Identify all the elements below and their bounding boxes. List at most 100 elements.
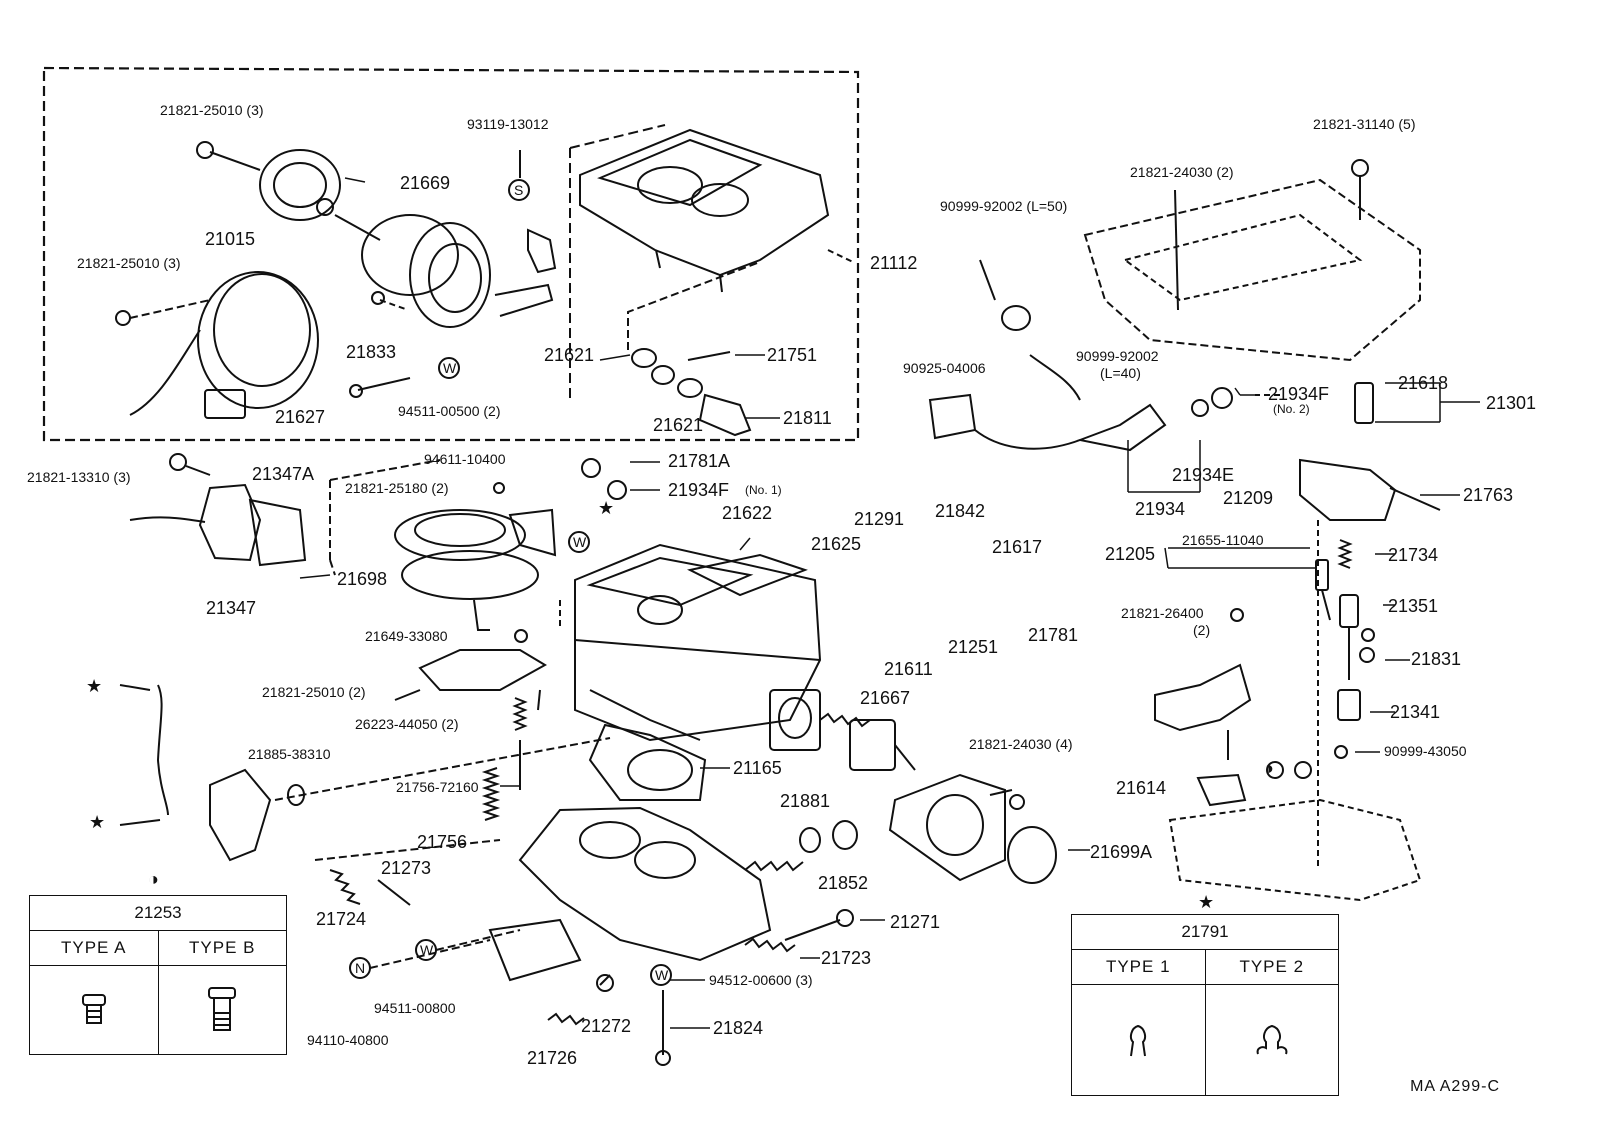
part-label: 21833 — [346, 342, 397, 362]
star-icon: ★ — [86, 676, 103, 696]
part-label: 94511-00500 (2) — [398, 403, 501, 419]
part-label: 21821-25010 (3) — [160, 102, 264, 118]
part-label: 21341 — [1390, 702, 1441, 722]
part-label: 21618 — [1398, 373, 1449, 393]
w-symbol: W — [420, 942, 434, 958]
part-label: (No. 2) — [1273, 402, 1310, 416]
part-label: 21347A — [252, 464, 315, 484]
w-symbol: W — [573, 534, 587, 550]
group-boundary — [42, 66, 860, 442]
part-label: 21821-25010 (3) — [77, 255, 181, 271]
part-label: 21617 — [992, 537, 1043, 557]
w-symbol: W — [655, 967, 669, 983]
part-label: 93119-13012 — [467, 116, 549, 132]
n-symbol: N — [355, 960, 366, 976]
part-label: 21756-72160 — [396, 779, 479, 795]
variant-table-21253: 21253 TYPE A TYPE B — [29, 895, 287, 1055]
screw-type-b-icon — [157, 966, 287, 1054]
part-label: 21852 — [818, 873, 869, 893]
clip-type-2-icon — [1204, 985, 1339, 1095]
part-label: 21824 — [713, 1018, 764, 1038]
throttle-body-icon — [488, 806, 772, 982]
part-label: 21667 — [860, 688, 911, 708]
part-label: (No. 1) — [745, 483, 782, 497]
table-column-b: TYPE B — [157, 931, 287, 965]
spring-icon — [512, 697, 528, 790]
part-label: 21205 — [1105, 544, 1156, 564]
part-label: 21273 — [381, 858, 432, 878]
air-horn-icon — [579, 128, 830, 293]
part-label: 21699A — [1090, 842, 1153, 862]
part-label: 21272 — [581, 1016, 632, 1036]
part-label: 21726 — [527, 1048, 578, 1068]
half-circle-icon: ◑ — [1263, 758, 1274, 778]
diaphragm-pump-icon — [196, 141, 554, 328]
part-label: 21165 — [733, 758, 782, 778]
screw-type-a-icon — [30, 966, 158, 1054]
part-label: 21821-31140 (5) — [1313, 116, 1416, 132]
diaphragm-cover-icon — [115, 271, 319, 419]
part-label: 21627 — [275, 407, 326, 427]
part-label: 21621 — [544, 345, 595, 365]
part-label: 21842 — [935, 501, 986, 521]
part-label: 21015 — [205, 229, 256, 249]
part-label: 90999-92002 (L=50) — [940, 198, 1068, 214]
part-label: 21112 — [870, 253, 918, 273]
part-label: 94611-10400 — [424, 451, 506, 467]
part-label: 90925-04006 — [903, 360, 986, 376]
part-label: 21301 — [1486, 393, 1537, 413]
part-label: 21611 — [884, 659, 933, 679]
star-icon: ★ — [1198, 892, 1215, 912]
part-label: 21655-11040 — [1182, 532, 1264, 548]
table-column-b: TYPE 2 — [1204, 950, 1339, 984]
part-label: 21821-25180 (2) — [345, 480, 449, 496]
part-label: 90999-43050 — [1384, 743, 1467, 759]
part-label: 21934 — [1135, 499, 1186, 519]
part-label: 21669 — [400, 173, 451, 193]
part-label: 21698 — [337, 569, 388, 589]
part-label: (2) — [1193, 622, 1211, 638]
part-label: 21251 — [948, 637, 999, 657]
part-label: 21622 — [722, 503, 773, 523]
part-label: 21831 — [1411, 649, 1462, 669]
table-column-a: TYPE 1 — [1105, 957, 1171, 976]
s-symbol: S — [514, 182, 524, 198]
part-label: 21781 — [1028, 625, 1079, 645]
part-label: 21821-24030 (4) — [969, 736, 1073, 752]
half-circle-icon: ◑ — [148, 869, 159, 889]
part-label: 21756 — [417, 832, 468, 852]
part-label: 21934E — [1172, 465, 1235, 485]
part-label: 21751 — [767, 345, 818, 365]
part-label: 90999-92002 — [1076, 348, 1159, 364]
part-label: 21763 — [1463, 485, 1514, 505]
part-label: 21881 — [780, 791, 831, 811]
part-label: 21734 — [1388, 545, 1439, 565]
part-label: 21934F — [668, 480, 730, 500]
screw-icon — [357, 377, 411, 391]
part-label: 21351 — [1388, 596, 1439, 616]
part-label: 21885-38310 — [248, 746, 331, 762]
part-label: 21934F — [1268, 384, 1330, 404]
table-title: 21791 — [1072, 915, 1338, 950]
carburetor-body-icon — [574, 543, 822, 751]
accelerator-pump-icon — [394, 508, 557, 631]
part-label: 21614 — [1116, 778, 1167, 798]
variant-table-21791: 21791 TYPE 1 TYPE 2 — [1071, 914, 1339, 1096]
part-label: 21821-13310 (3) — [27, 469, 131, 485]
part-label: 21291 — [854, 509, 905, 529]
part-label: (L=40) — [1100, 365, 1141, 381]
part-label: 21649-33080 — [365, 628, 448, 644]
part-label: 21271 — [890, 912, 941, 932]
part-label: 94511-00800 — [374, 1000, 456, 1016]
fuel-pump-icon — [129, 453, 307, 567]
part-label: 94512-00600 (3) — [709, 972, 813, 988]
star-icon: ★ — [598, 498, 615, 518]
part-label: 21347 — [206, 598, 257, 618]
table-column-a: TYPE A — [60, 938, 127, 957]
part-label: 21625 — [811, 534, 862, 554]
part-label: 21209 — [1223, 488, 1274, 508]
part-label: 21621 — [653, 415, 704, 435]
part-label: 26223-44050 (2) — [355, 716, 459, 732]
part-label: 21821-26400 — [1121, 605, 1204, 621]
